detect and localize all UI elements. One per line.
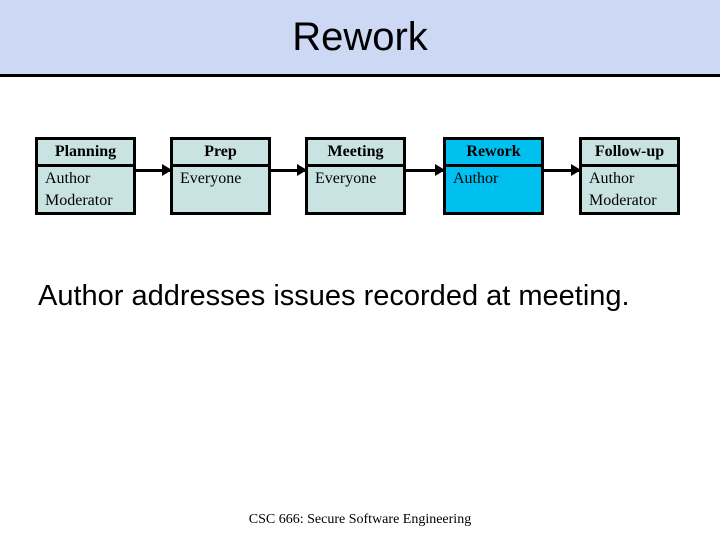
- stage-box-rework: Rework Author: [443, 137, 544, 215]
- stage-box-follow-up: Follow-up Author Moderator: [579, 137, 680, 215]
- stage-participants: Everyone: [308, 167, 403, 190]
- participant-line: Author: [45, 170, 91, 187]
- stage-participants: Everyone: [173, 167, 268, 190]
- stage-name: Meeting: [308, 140, 403, 167]
- stage-box-planning: Planning Author Moderator: [35, 137, 136, 215]
- flow-arrow: [133, 164, 172, 176]
- stage-name: Rework: [446, 140, 541, 167]
- title-bar: Rework: [0, 0, 720, 77]
- stage-participants: Author Moderator: [38, 167, 133, 212]
- participant-line: Moderator: [589, 192, 657, 209]
- flow-arrow: [541, 164, 581, 176]
- stage-participants: Author: [446, 167, 541, 190]
- stage-name: Planning: [38, 140, 133, 167]
- slide-body-text: Author addresses issues recorded at meet…: [38, 280, 630, 312]
- flow-arrow: [268, 164, 307, 176]
- stage-box-meeting: Meeting Everyone: [305, 137, 406, 215]
- stage-participants: Author Moderator: [582, 167, 677, 212]
- participant-line: Everyone: [180, 170, 242, 187]
- slide-footer: CSC 666: Secure Software Engineering: [248, 512, 472, 527]
- stage-box-prep: Prep Everyone: [170, 137, 271, 215]
- participant-line: Author: [453, 170, 499, 187]
- process-flow-diagram: Planning Author Moderator Prep Everyone …: [0, 0, 720, 240]
- stage-name: Prep: [173, 140, 268, 167]
- slide-title: Rework: [292, 15, 428, 59]
- participant-line: Author: [589, 170, 635, 187]
- participant-line: Moderator: [45, 192, 113, 209]
- participant-line: Everyone: [315, 170, 377, 187]
- stage-name: Follow-up: [582, 140, 677, 167]
- flow-arrow: [403, 164, 445, 176]
